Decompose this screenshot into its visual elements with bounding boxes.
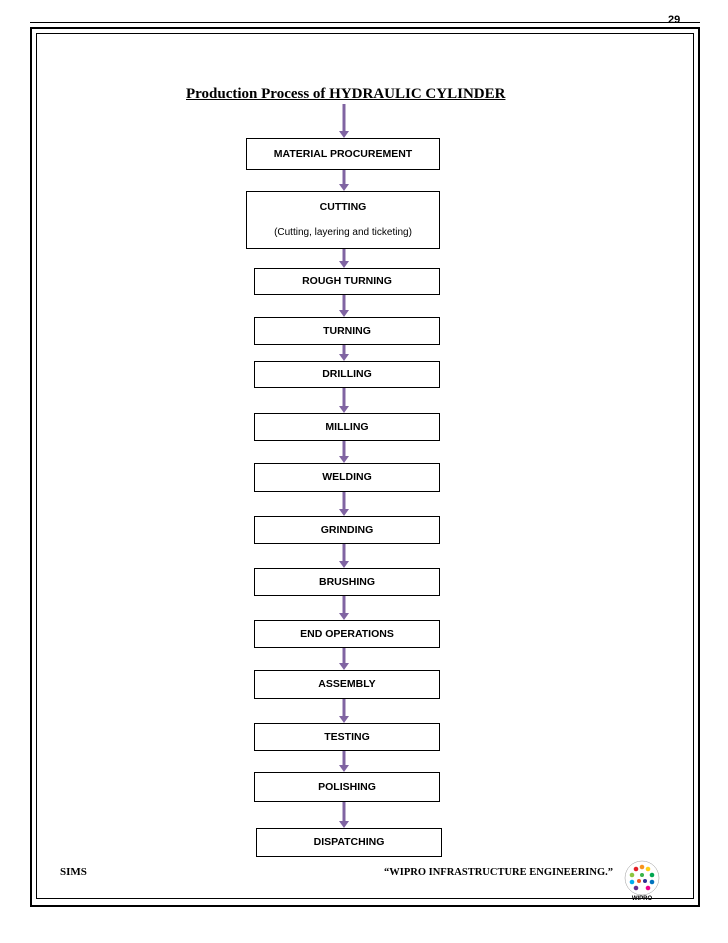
logo-text: WIPRO — [632, 896, 653, 902]
flow-step-label: MATERIAL PROCUREMENT — [273, 147, 413, 160]
page-number: 29 — [668, 14, 681, 26]
page-border-inner — [36, 33, 694, 899]
flow-arrow-11 — [339, 699, 349, 723]
flow-step-material-procurement: MATERIAL PROCUREMENT — [246, 138, 440, 170]
flow-step-turning: TURNING — [254, 317, 440, 345]
flow-step-label: DISPATCHING — [313, 836, 385, 849]
footer-left-text: SIMS — [60, 866, 87, 878]
flow-arrow-0 — [339, 104, 349, 138]
flow-step-label: WELDING — [322, 471, 372, 484]
flow-arrow-3 — [339, 295, 349, 317]
flow-step-label: CUTTING — [319, 201, 367, 214]
flow-step-label: END OPERATIONS — [300, 627, 394, 640]
flow-arrow-9 — [339, 596, 349, 620]
footer-right-text: “WIPRO INFRASTRUCTURE ENGINEERING.” — [384, 867, 613, 878]
flow-step-label: MILLING — [325, 420, 369, 433]
flow-step-label: TESTING — [324, 730, 370, 743]
flow-step-testing: TESTING — [254, 723, 440, 751]
page-border-outer — [30, 27, 700, 907]
flow-step-rough-turning: ROUGH TURNING — [254, 268, 440, 295]
flow-arrow-5 — [339, 388, 349, 413]
flow-step-label: ASSEMBLY — [318, 678, 376, 691]
flow-step-label: BRUSHING — [318, 575, 375, 588]
flow-step-sublabel: (Cutting, layering and ticketing) — [274, 226, 412, 238]
flow-step-label: ROUGH TURNING — [302, 275, 392, 288]
flow-arrow-12 — [339, 751, 349, 772]
flow-arrow-1 — [339, 170, 349, 191]
flow-step-label: GRINDING — [320, 523, 374, 536]
flow-arrow-8 — [339, 544, 349, 568]
flow-arrow-10 — [339, 648, 349, 670]
flow-step-label: POLISHING — [318, 780, 376, 793]
flow-arrow-13 — [339, 802, 349, 828]
flow-step-welding: WELDING — [254, 463, 440, 492]
diagram-title: Production Process of HYDRAULIC CYLINDER — [186, 86, 506, 102]
flow-step-polishing: POLISHING — [254, 772, 440, 802]
flow-step-grinding: GRINDING — [254, 516, 440, 544]
flow-step-label: TURNING — [323, 324, 371, 337]
flow-step-drilling: DRILLING — [254, 361, 440, 388]
flow-arrow-2 — [339, 249, 349, 268]
flow-arrow-6 — [339, 441, 349, 463]
flow-step-milling: MILLING — [254, 413, 440, 441]
flow-arrow-4 — [339, 345, 349, 361]
flow-step-brushing: BRUSHING — [254, 568, 440, 596]
flow-step-dispatching: DISPATCHING — [256, 828, 442, 857]
header-rule — [30, 22, 700, 23]
flow-step-label: DRILLING — [322, 368, 372, 381]
wipro-logo: WIPRO — [624, 860, 660, 902]
flow-arrow-7 — [339, 492, 349, 516]
flow-step-end-operations: END OPERATIONS — [254, 620, 440, 648]
flow-step-cutting: CUTTING (Cutting, layering and ticketing) — [246, 191, 440, 249]
flow-step-assembly: ASSEMBLY — [254, 670, 440, 699]
